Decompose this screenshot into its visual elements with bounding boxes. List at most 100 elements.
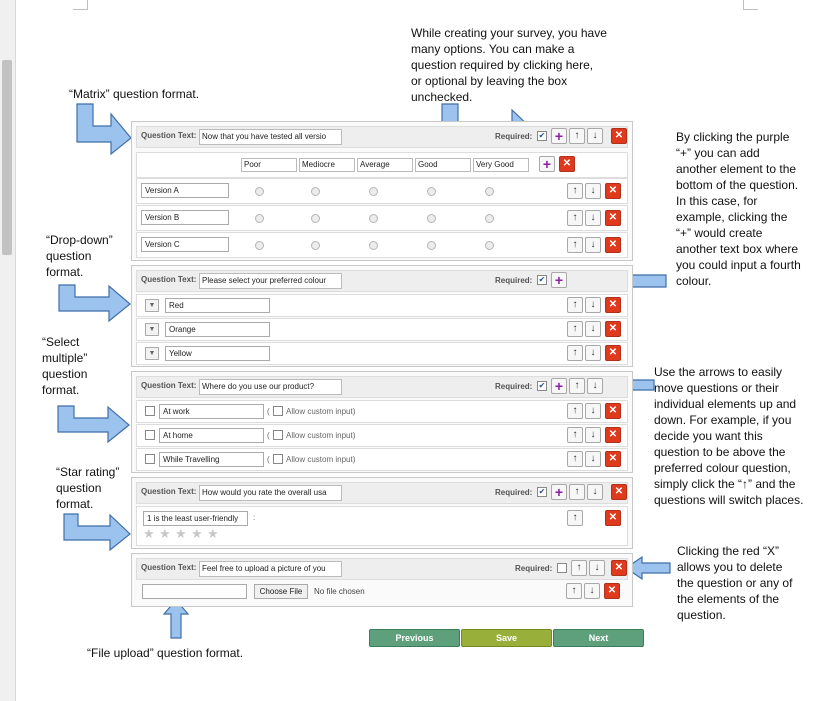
move-down-button[interactable]: ↓	[589, 560, 605, 576]
move-up-button[interactable]: ↑	[567, 451, 583, 467]
required-checkbox[interactable]: ✔	[537, 487, 547, 497]
matrix-column[interactable]: Good	[415, 158, 471, 172]
required-checkbox[interactable]: ✔	[537, 275, 547, 285]
vertical-scrollbar[interactable]	[0, 0, 16, 701]
custom-input-checkbox[interactable]	[273, 430, 283, 440]
next-button[interactable]: Next	[553, 629, 644, 647]
matrix-radio[interactable]	[311, 241, 320, 250]
delete-button[interactable]: ✕	[605, 403, 621, 419]
dropdown-option-input[interactable]: Red	[165, 298, 270, 313]
matrix-radio[interactable]	[255, 187, 264, 196]
question-text-input[interactable]: How would you rate the overall usa	[199, 485, 342, 501]
matrix-radio[interactable]	[311, 214, 320, 223]
question-text-input[interactable]: Now that you have tested all versio	[199, 129, 342, 145]
question-text-input[interactable]: Feel free to upload a picture of you	[199, 561, 342, 577]
required-checkbox[interactable]: ✔	[537, 131, 547, 141]
move-down-button[interactable]: ↓	[585, 210, 601, 226]
delete-button[interactable]: ✕	[611, 484, 627, 500]
select-option-input[interactable]: At home	[159, 428, 264, 443]
move-up-button[interactable]: ↑	[571, 560, 587, 576]
delete-button[interactable]: ✕	[611, 560, 627, 576]
option-checkbox[interactable]	[145, 406, 155, 416]
star-icon[interactable]: ★	[191, 526, 203, 541]
matrix-row-label[interactable]: Version C	[141, 237, 229, 252]
add-element-button[interactable]: +	[551, 484, 567, 500]
previous-button[interactable]: Previous	[369, 629, 460, 647]
move-up-button[interactable]: ↑	[569, 484, 585, 500]
move-down-button[interactable]: ↓	[585, 321, 601, 337]
add-element-button[interactable]: +	[551, 272, 567, 288]
delete-button[interactable]: ✕	[605, 237, 621, 253]
matrix-column[interactable]: Very Good	[473, 158, 529, 172]
delete-button[interactable]: ✕	[605, 345, 621, 361]
delete-button[interactable]: ✕	[611, 128, 627, 144]
star-icon[interactable]: ★	[159, 526, 171, 541]
matrix-radio[interactable]	[485, 241, 494, 250]
delete-button[interactable]: ✕	[605, 297, 621, 313]
move-up-button[interactable]: ↑	[567, 297, 583, 313]
move-up-button[interactable]: ↑	[567, 183, 583, 199]
matrix-column[interactable]: Mediocre	[299, 158, 355, 172]
matrix-column[interactable]: Poor	[241, 158, 297, 172]
option-checkbox[interactable]	[145, 430, 155, 440]
move-up-button[interactable]: ↑	[566, 583, 582, 599]
move-down-button[interactable]: ↓	[584, 583, 600, 599]
scrollbar-thumb[interactable]	[2, 60, 12, 255]
delete-button[interactable]: ✕	[605, 321, 621, 337]
custom-input-checkbox[interactable]	[273, 454, 283, 464]
matrix-row-label[interactable]: Version A	[141, 183, 229, 198]
move-down-button[interactable]: ↓	[585, 237, 601, 253]
move-down-button[interactable]: ↓	[585, 403, 601, 419]
move-up-button[interactable]: ↑	[567, 345, 583, 361]
required-checkbox[interactable]	[557, 563, 567, 573]
delete-button[interactable]: ✕	[604, 583, 620, 599]
select-option-input[interactable]: While Travelling	[159, 452, 264, 467]
move-up-button[interactable]: ↑	[567, 321, 583, 337]
matrix-radio[interactable]	[369, 187, 378, 196]
question-text-input[interactable]: Please select your preferred colour	[199, 273, 342, 289]
chevron-down-icon[interactable]: ▼	[145, 323, 159, 336]
move-down-button[interactable]: ↓	[587, 128, 603, 144]
matrix-radio[interactable]	[427, 214, 436, 223]
move-up-button[interactable]: ↑	[567, 403, 583, 419]
select-option-input[interactable]: At work	[159, 404, 264, 419]
add-element-button[interactable]: +	[551, 378, 567, 394]
file-path-field[interactable]	[142, 584, 247, 599]
move-down-button[interactable]: ↓	[587, 378, 603, 394]
move-up-button[interactable]: ↑	[567, 237, 583, 253]
matrix-radio[interactable]	[427, 187, 436, 196]
dropdown-option-input[interactable]: Yellow	[165, 346, 270, 361]
matrix-radio[interactable]	[255, 241, 264, 250]
chevron-down-icon[interactable]: ▼	[145, 347, 159, 360]
matrix-radio[interactable]	[369, 241, 378, 250]
matrix-radio[interactable]	[485, 214, 494, 223]
move-down-button[interactable]: ↓	[585, 427, 601, 443]
delete-column-button[interactable]: ✕	[559, 156, 575, 172]
delete-button[interactable]: ✕	[605, 451, 621, 467]
matrix-radio[interactable]	[485, 187, 494, 196]
move-down-button[interactable]: ↓	[585, 345, 601, 361]
chevron-down-icon[interactable]: ▼	[145, 299, 159, 312]
dropdown-option-input[interactable]: Orange	[165, 322, 270, 337]
rating-hint-input[interactable]: 1 is the least user-friendly	[143, 511, 248, 526]
delete-button[interactable]: ✕	[605, 183, 621, 199]
move-up-button[interactable]: ↑	[569, 378, 585, 394]
matrix-row-label[interactable]: Version B	[141, 210, 229, 225]
add-element-button[interactable]: +	[551, 128, 567, 144]
delete-button[interactable]: ✕	[605, 210, 621, 226]
matrix-radio[interactable]	[255, 214, 264, 223]
star-icon[interactable]: ★	[207, 526, 219, 541]
move-down-button[interactable]: ↓	[585, 297, 601, 313]
save-button[interactable]: Save	[461, 629, 552, 647]
matrix-column[interactable]: Average	[357, 158, 413, 172]
star-icon[interactable]: ★	[175, 526, 187, 541]
choose-file-button[interactable]: Choose File	[254, 584, 308, 599]
move-up-button[interactable]: ↑	[567, 210, 583, 226]
move-down-button[interactable]: ↓	[587, 484, 603, 500]
add-column-button[interactable]: +	[539, 156, 555, 172]
matrix-radio[interactable]	[369, 214, 378, 223]
move-up-button[interactable]: ↑	[567, 427, 583, 443]
required-checkbox[interactable]: ✔	[537, 381, 547, 391]
question-text-input[interactable]: Where do you use our product?	[199, 379, 342, 395]
matrix-radio[interactable]	[427, 241, 436, 250]
